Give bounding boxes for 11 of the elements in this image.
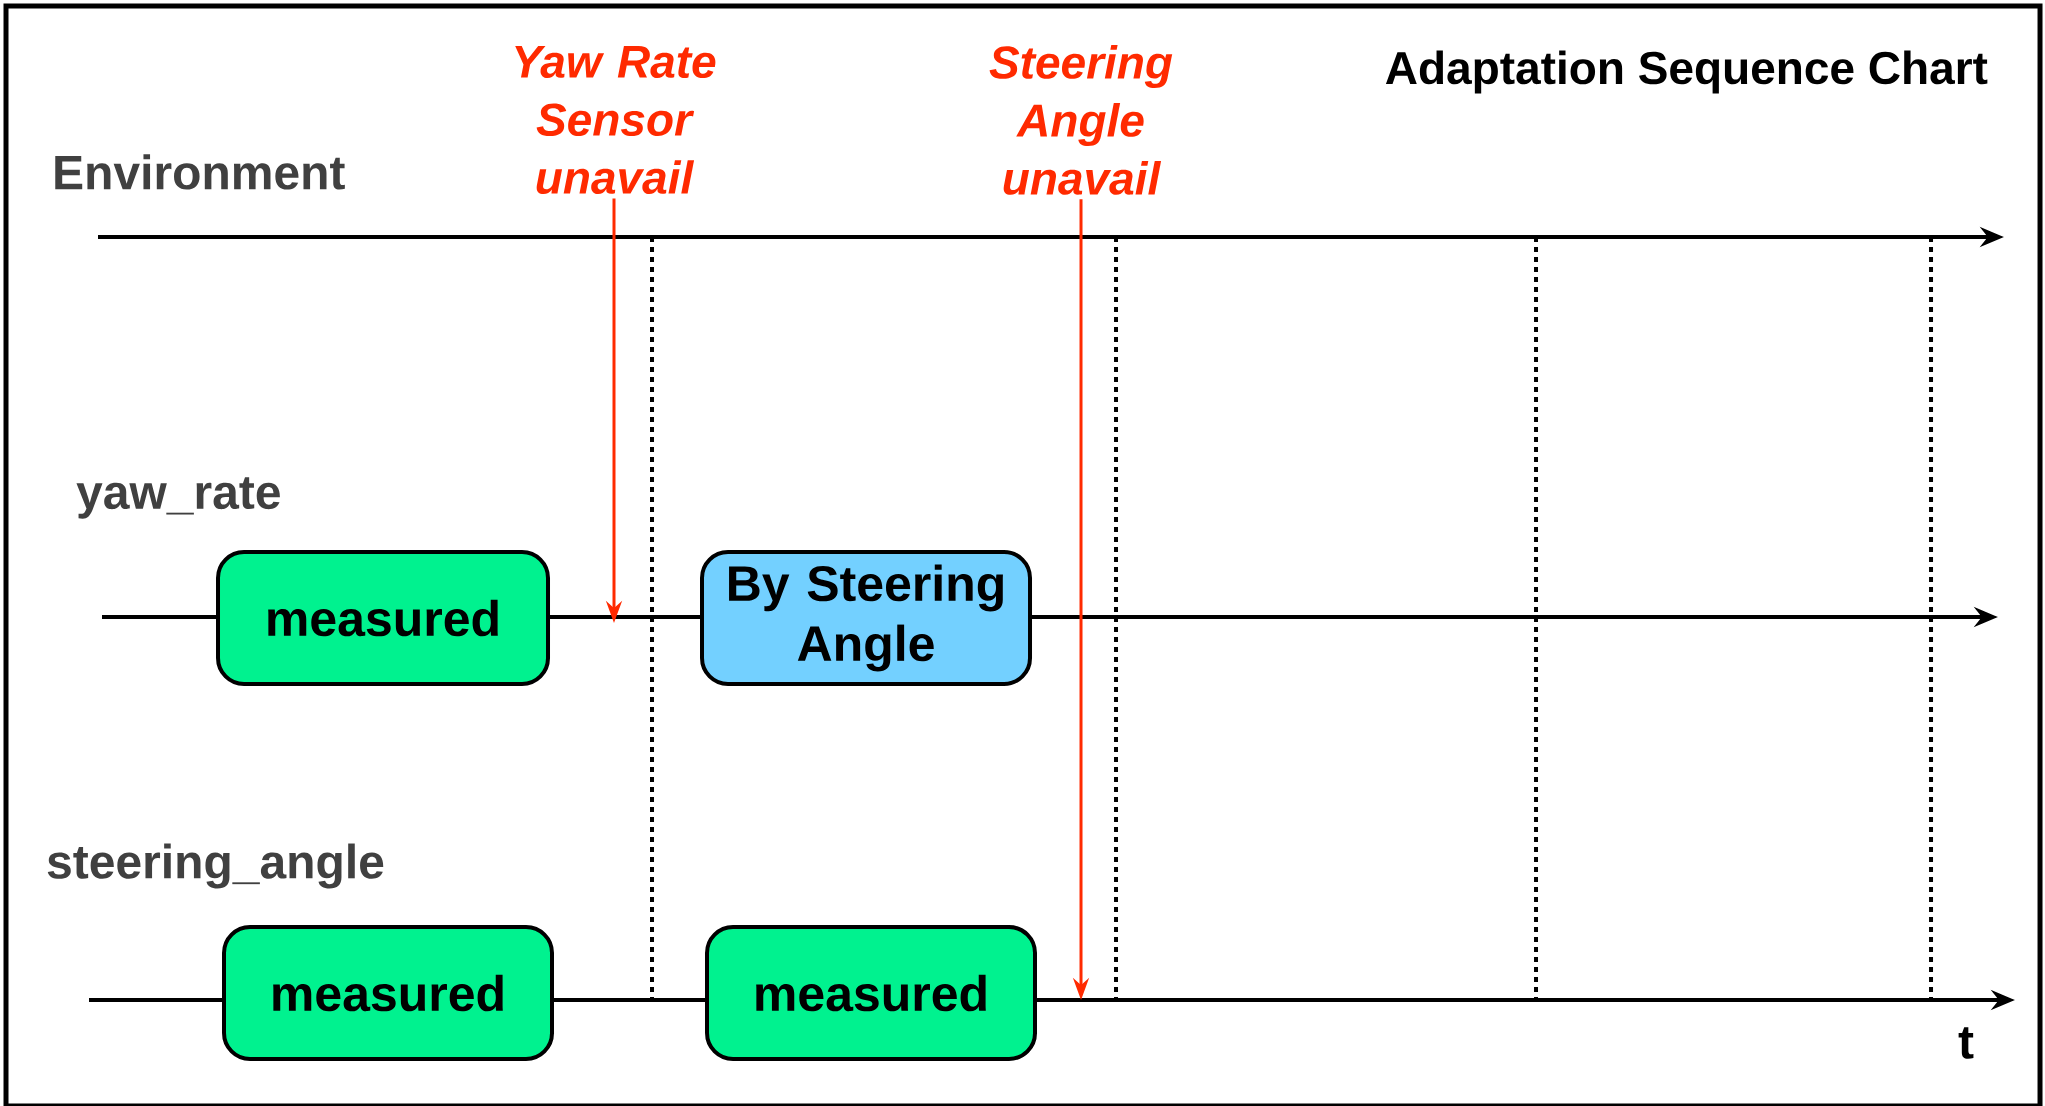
state-box: measured	[216, 550, 550, 686]
event-label: Steering Angle unavail	[989, 45, 1173, 195]
row-label: yaw_rate	[76, 477, 280, 519]
event-label: Yaw Rate Sensor unavail	[515, 45, 716, 195]
row-label: steering_angle	[47, 843, 384, 889]
row-label: Environment	[55, 154, 345, 190]
state-box: measured	[222, 925, 554, 1061]
row-label: t	[1958, 1027, 1974, 1059]
chart-title: Adaptation Sequence Chart	[1385, 50, 1988, 94]
state-box: measured	[705, 925, 1037, 1061]
state-box: By Steering Angle	[700, 550, 1032, 686]
